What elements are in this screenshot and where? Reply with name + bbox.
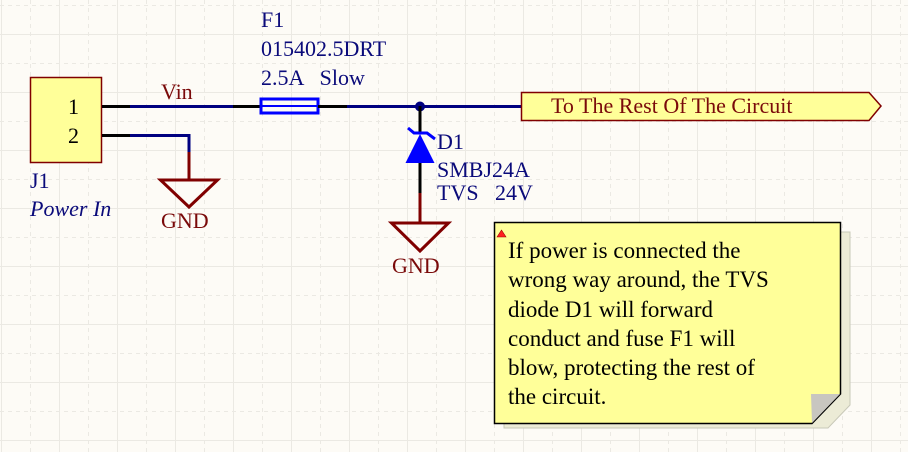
net-label-vin[interactable]: Vin xyxy=(161,79,193,104)
note: If power is connected the wrong way arou… xyxy=(494,222,840,426)
pin-2-label: 2 xyxy=(68,123,79,148)
fuse-designator[interactable]: F1 xyxy=(261,7,285,32)
diode-d1-symbol[interactable] xyxy=(405,126,436,193)
diode-designator[interactable]: D1 xyxy=(437,129,464,154)
gnd-symbol-2[interactable] xyxy=(387,193,453,254)
note-box[interactable] xyxy=(493,221,851,429)
fuse-part-number[interactable]: 015402.5DRT xyxy=(261,36,387,61)
connector-designator[interactable]: J1 xyxy=(30,168,50,193)
connector-comment[interactable]: Power In xyxy=(30,196,112,221)
gnd-label-1: GND xyxy=(161,208,209,233)
note-line: the circuit. xyxy=(508,384,607,410)
note-line: If power is connected the xyxy=(508,238,741,263)
diode-part-number[interactable]: SMBJ24A xyxy=(437,157,530,182)
diode-description[interactable]: TVS 24V xyxy=(437,180,533,205)
port-label: To The Rest Of The Circuit xyxy=(551,93,793,118)
note-line: diode D1 will forward xyxy=(508,296,714,322)
fuse-f1-symbol[interactable] xyxy=(259,97,320,115)
note-text: If power is connected the wrong way arou… xyxy=(508,236,769,412)
wire-gnd-j1[interactable] xyxy=(130,134,191,153)
note-line: conduct and fuse F1 will xyxy=(508,325,736,351)
gnd-symbol-1[interactable] xyxy=(156,152,222,210)
note-line: blow, protecting the rest of xyxy=(508,355,755,381)
gnd-label-2: GND xyxy=(392,253,440,278)
pin-1-label: 1 xyxy=(68,94,79,119)
connector-j1-body[interactable] xyxy=(29,76,103,164)
port-rest-of-circuit[interactable] xyxy=(520,91,882,122)
note-line: wrong way around, the TVS xyxy=(508,267,769,293)
fuse-rating[interactable]: 2.5A Slow xyxy=(261,65,365,90)
note-collapse-icon[interactable] xyxy=(496,229,507,238)
